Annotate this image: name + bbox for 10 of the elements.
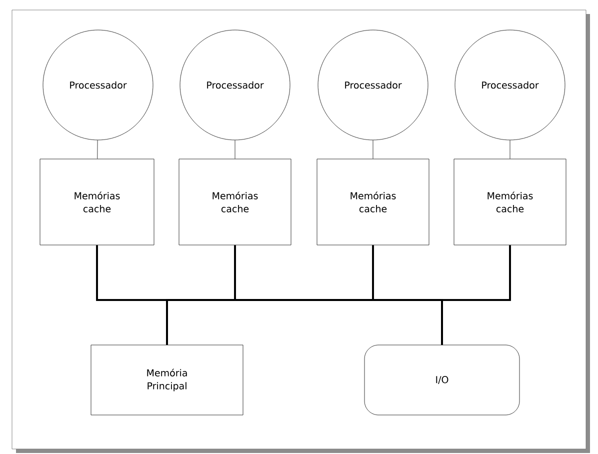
memory-box: Memória Principal [90,344,244,416]
memory-box: Memórias cache [454,158,566,246]
memory-box: Memórias cache [316,158,430,246]
connector-line [372,140,374,159]
connector-line [234,140,236,159]
bus-line [441,245,511,345]
memory-box: Memórias cache [40,158,154,246]
io-box: I/O [364,344,520,416]
connector-line [97,140,98,159]
memory-box: Memórias cache [178,158,292,246]
